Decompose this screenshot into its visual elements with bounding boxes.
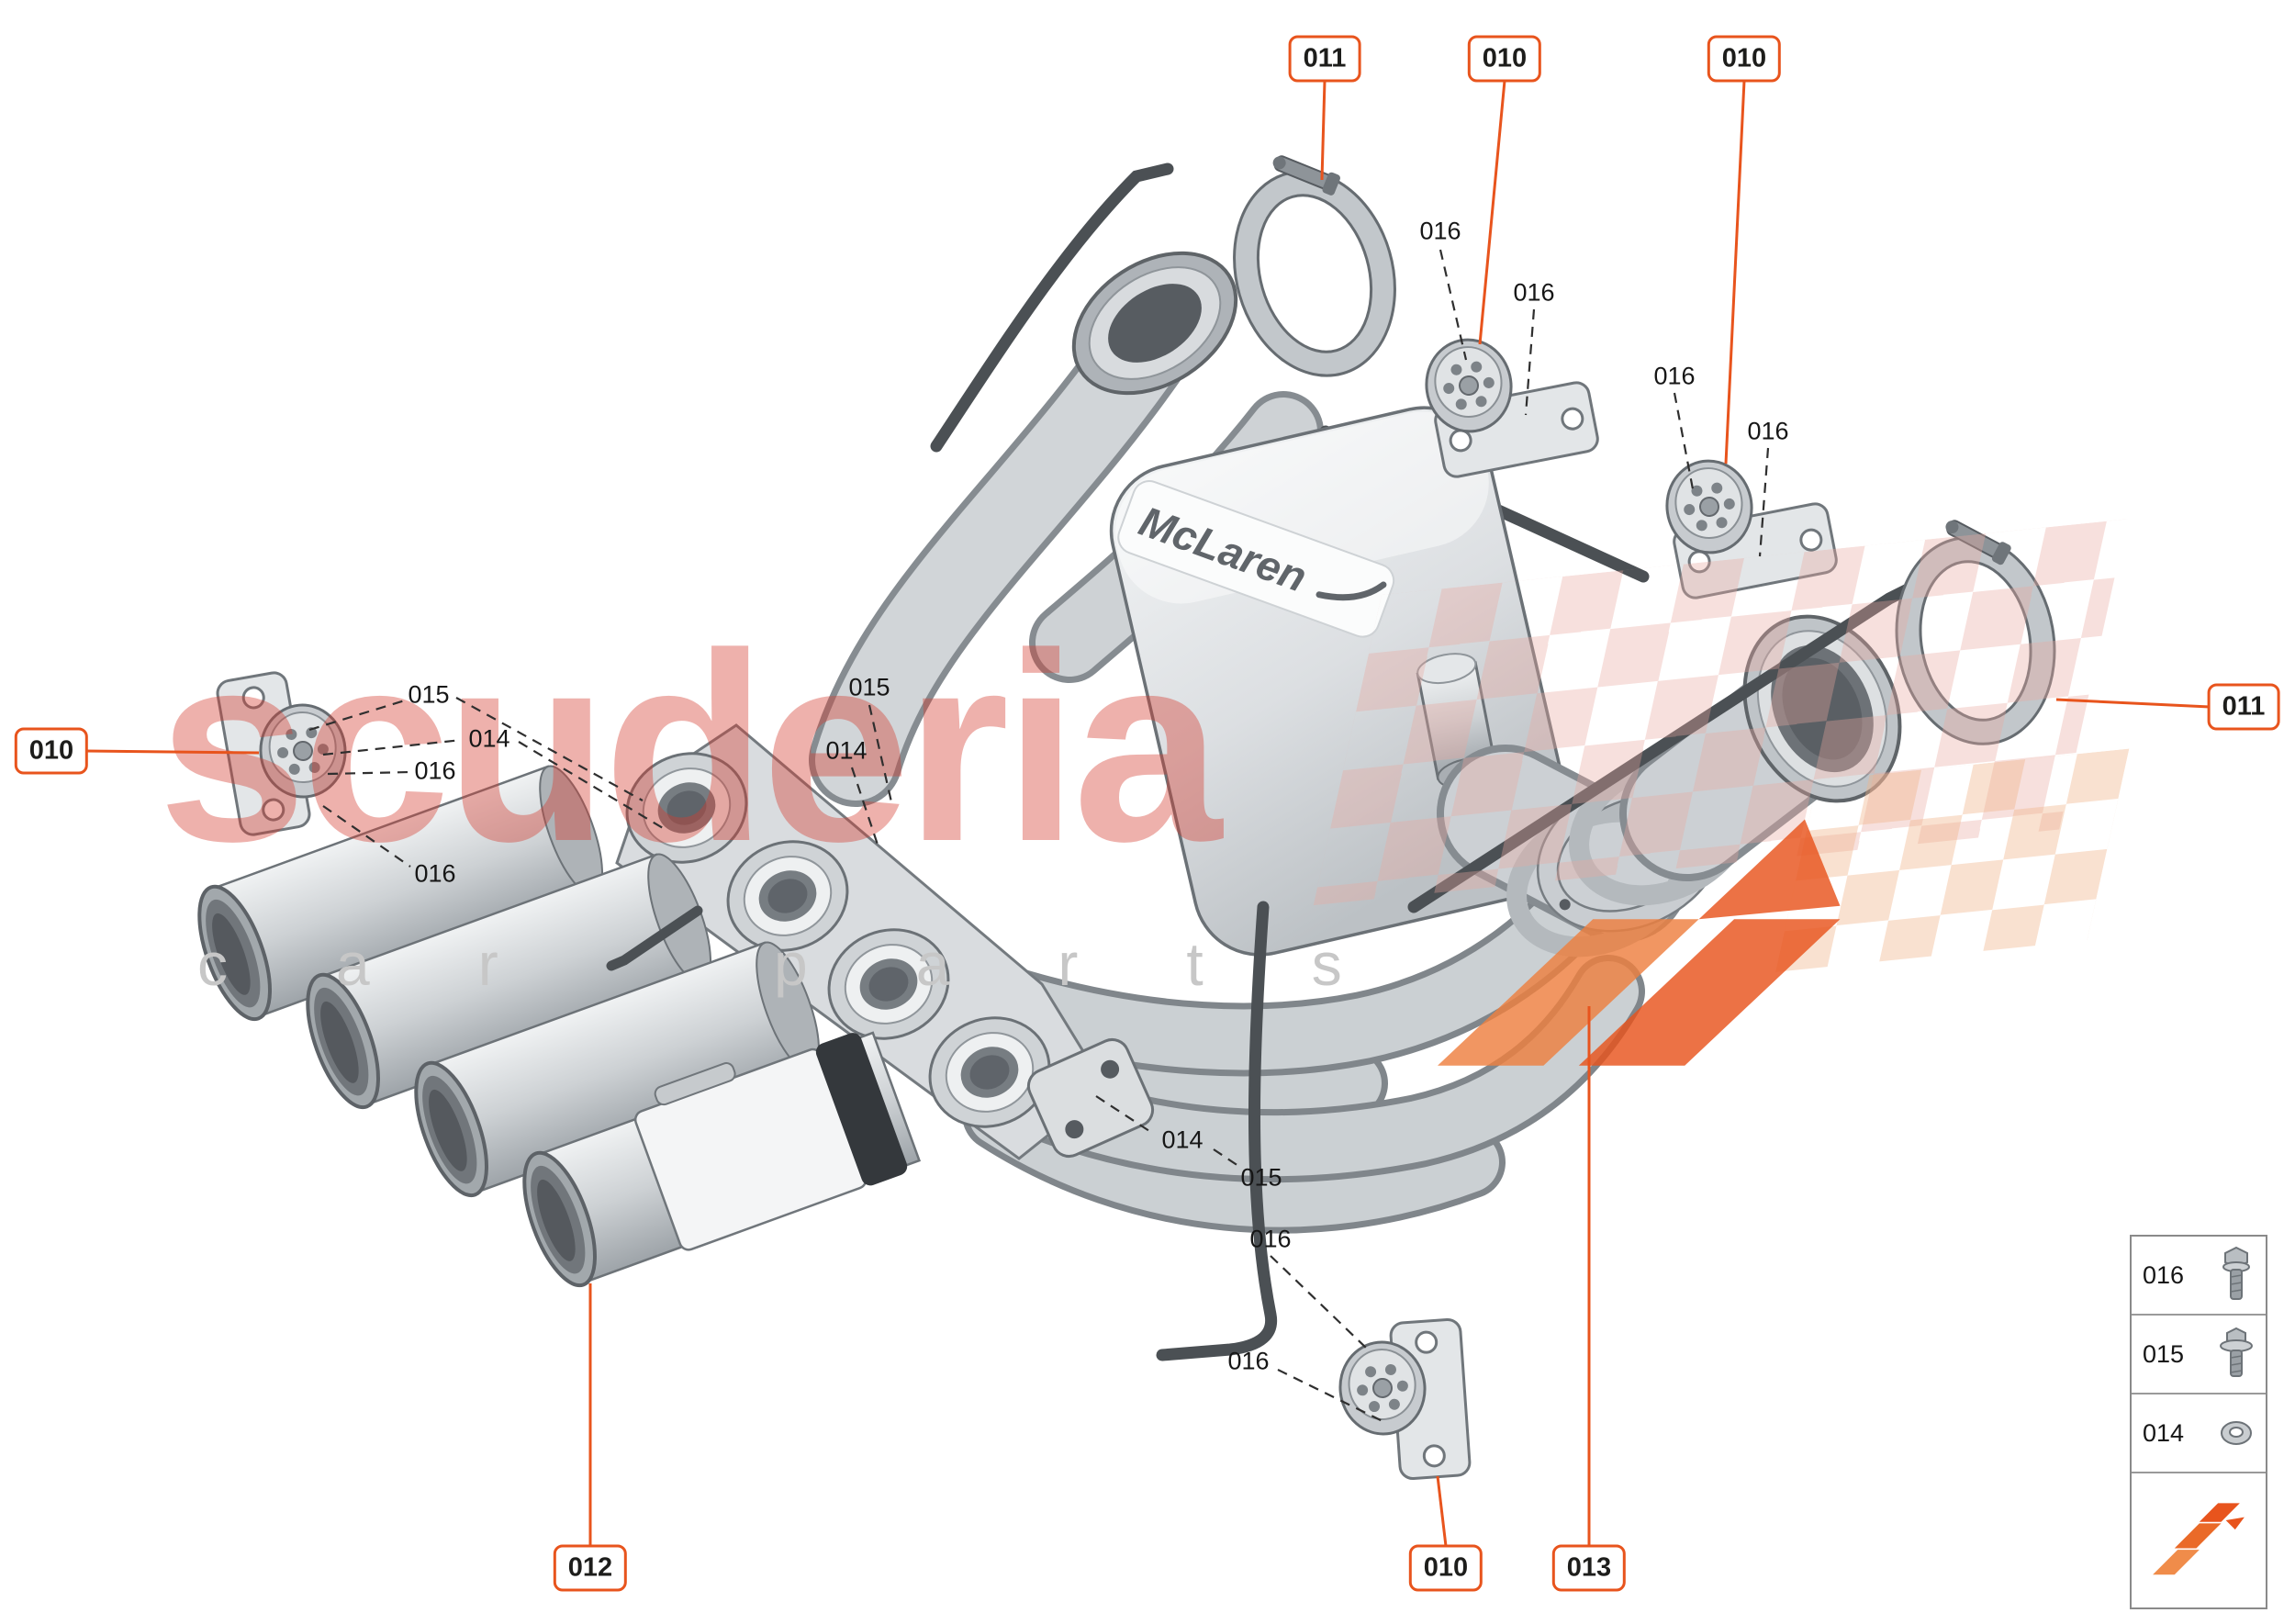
part-callout-013[interactable]: 013 (1551, 1544, 1627, 1592)
part-label-015: 015 (408, 680, 450, 709)
part-callout-010[interactable]: 010 (1707, 35, 1782, 83)
exhaust-tip (306, 853, 712, 1110)
outlet-pipe (1437, 614, 1902, 958)
part-label-016: 016 (1227, 1347, 1270, 1375)
part-label-016: 016 (1653, 362, 1696, 390)
part-label-014: 014 (1161, 1126, 1203, 1154)
mclaren-swoosh-icon (1315, 581, 1387, 601)
screw-icon (2220, 1327, 2253, 1377)
hanger-rod (1156, 901, 1278, 1361)
manifold-port (827, 928, 950, 1040)
manifold (615, 723, 1108, 1160)
legend-row-016: 016 (2132, 1237, 2266, 1316)
hanger-rod (930, 162, 1174, 453)
part-callout-010[interactable]: 010 (1467, 35, 1542, 83)
hanger-rod-small (606, 905, 703, 971)
exhaust-mount-left (214, 669, 351, 838)
part-callout-012[interactable]: 012 (553, 1544, 628, 1592)
part-label-015: 015 (848, 673, 890, 701)
part-label-016: 016 (1419, 217, 1461, 245)
brand-logo (2132, 1473, 2266, 1607)
exhaust-tip (414, 941, 821, 1198)
part-label-016: 016 (414, 756, 456, 785)
part-label-014: 014 (825, 736, 868, 765)
exhaust-mount-bottom (1334, 1317, 1472, 1481)
part-callout-010[interactable]: 010 (1408, 1544, 1483, 1592)
part-label-016: 016 (1513, 278, 1555, 307)
legend-ref: 015 (2143, 1339, 2185, 1368)
part-callout-010[interactable]: 010 (14, 727, 89, 775)
legend-ref: 016 (2143, 1260, 2185, 1289)
part-label-016: 016 (414, 859, 456, 888)
downpipe-flange (1071, 251, 1238, 396)
legend-row-014: 014 (2132, 1394, 2266, 1473)
exhaust-tips (197, 765, 922, 1288)
legend-row-015: 015 (2132, 1316, 2266, 1394)
part-label-014: 014 (468, 724, 510, 753)
legend-ref: 014 (2143, 1418, 2185, 1447)
downpipe-front (809, 251, 1238, 807)
part-callout-011[interactable]: 011 (2207, 683, 2280, 731)
legend-panel: 016 015 014 (2130, 1235, 2267, 1609)
arrow-logo-icon (2153, 1503, 2245, 1575)
part-label-015: 015 (1240, 1163, 1282, 1192)
part-label-016: 016 (1747, 417, 1789, 445)
bolt-icon (2222, 1246, 2250, 1300)
v-band-clamp-top (1204, 129, 1418, 395)
exhaust-tip-sleeved (522, 1031, 922, 1288)
part-callout-011[interactable]: 011 (1288, 35, 1361, 83)
exhaust-mount-top-center (1418, 332, 1602, 481)
exhaust-mount-top-right (1659, 454, 1841, 602)
v-band-clamp-right (1876, 500, 2070, 756)
part-label-016: 016 (1249, 1225, 1292, 1253)
washer-icon (2221, 1421, 2252, 1445)
manifold-port (726, 840, 849, 952)
manifold-port (928, 1016, 1051, 1128)
